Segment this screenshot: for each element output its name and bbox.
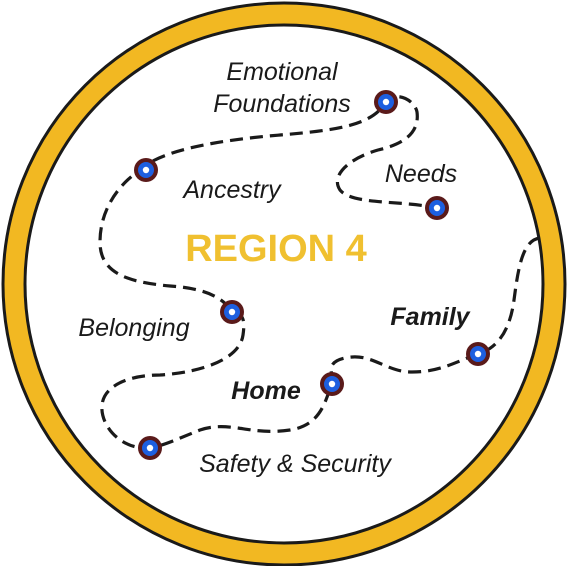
node-ancestry	[134, 158, 158, 182]
node-emotional-foundations	[374, 90, 398, 114]
label-emotional-line2: Foundations	[213, 90, 351, 118]
node-needs	[425, 196, 449, 220]
badge-outer-ring	[3, 3, 565, 565]
label-emotional-line1: Emotional	[226, 58, 339, 86]
region-title: REGION 4	[185, 228, 367, 270]
badge-ring-outline-inner	[23, 23, 545, 545]
node-belonging	[220, 300, 244, 324]
node-home	[320, 372, 344, 396]
label-belonging: Belonging	[78, 314, 189, 342]
node-safety-security	[138, 436, 162, 460]
label-needs: Needs	[385, 160, 457, 188]
label-family: Family	[390, 303, 470, 331]
label-ancestry: Ancestry	[181, 176, 282, 204]
journey-path	[98, 95, 541, 450]
node-family	[466, 342, 490, 366]
label-home: Home	[231, 377, 301, 405]
label-safety-security: Safety & Security	[199, 450, 392, 478]
